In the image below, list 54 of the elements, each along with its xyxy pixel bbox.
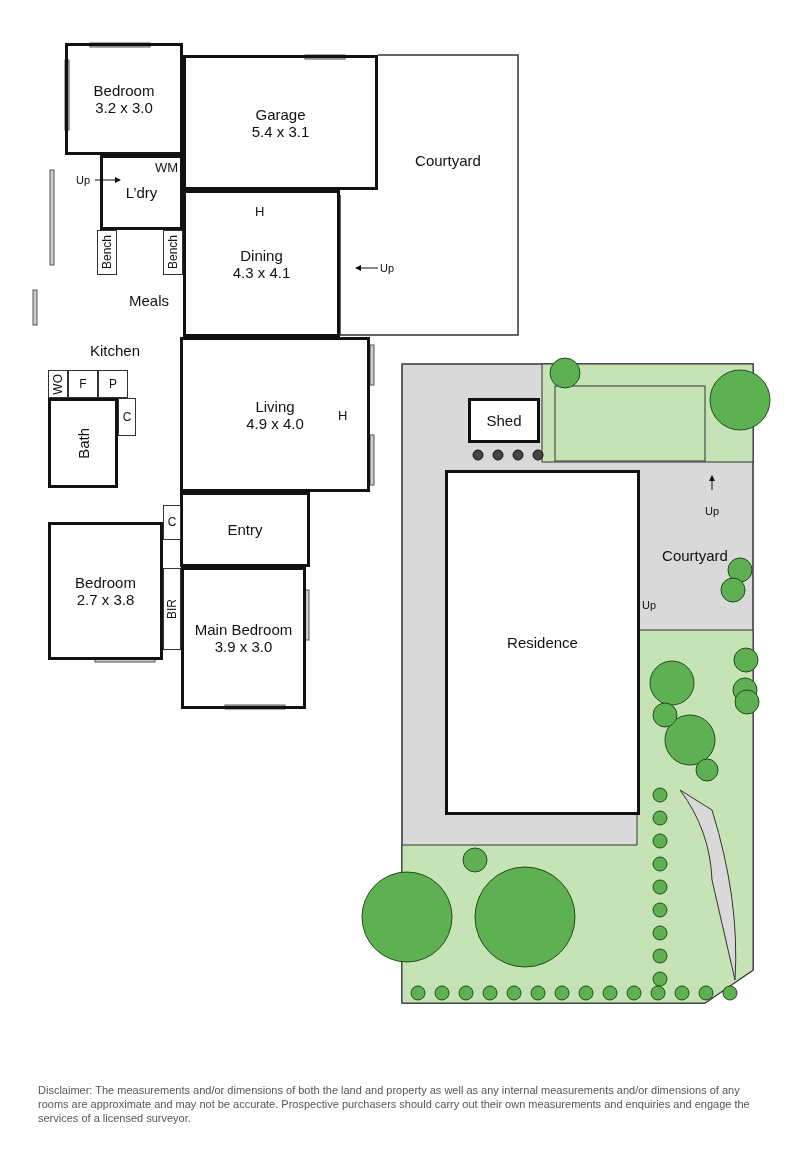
room-name: Bedroom	[75, 574, 136, 591]
bench-box	[163, 230, 183, 275]
direction-label: Up	[380, 262, 395, 274]
room	[183, 190, 340, 337]
fixture-label: Bench	[98, 235, 115, 270]
fixture-label: WO	[49, 373, 66, 395]
bench-box	[97, 230, 117, 275]
room-dimensions: 4.3 x 4.1	[232, 263, 291, 281]
fixture-box	[98, 370, 128, 398]
room	[48, 398, 118, 488]
room-dimensions: 3.9 x 3.0	[214, 638, 273, 655]
appliance-label: WM	[155, 160, 179, 175]
fixture-label: C	[167, 514, 177, 531]
room-name: Meals	[129, 291, 169, 309]
heater-label: H	[255, 204, 265, 219]
cupboard-box	[163, 568, 181, 650]
room-name: Main Bedroom	[194, 621, 293, 638]
residence-outline	[445, 470, 640, 815]
room-name: Shed	[486, 412, 522, 429]
room	[181, 567, 306, 709]
direction-label: Up	[76, 174, 91, 186]
room-dimensions: 5.4 x 3.1	[251, 122, 310, 140]
room-name: Kitchen	[89, 341, 140, 359]
direction-label: Up	[705, 505, 720, 517]
room-name: Courtyard	[415, 151, 481, 169]
room	[100, 155, 183, 230]
room	[183, 55, 378, 190]
room-name: Dining	[240, 246, 283, 264]
fixture-label: Bench	[164, 235, 181, 270]
room-name: Bedroom	[93, 82, 155, 99]
shed-outline	[468, 398, 540, 443]
room	[180, 337, 370, 492]
room-name: Residence	[507, 634, 578, 651]
room	[65, 43, 183, 155]
fixture-label: F	[79, 375, 87, 393]
room	[48, 522, 163, 660]
fixture-label: BIR	[163, 599, 180, 619]
room-name: Living	[255, 397, 295, 415]
room-dimensions: 3.2 x 3.0	[95, 99, 153, 116]
room	[180, 492, 310, 567]
cupboard-box	[163, 505, 181, 540]
room-dimensions: 2.7 x 3.8	[76, 591, 135, 608]
disclaimer-text: Disclaimer: The measurements and/or dimensions of both the land and property as well as any internal measurements and/or dimensions of any rooms are approximate and may not be accurate. Prospective purchasers should carry out their own measurements and enquiries and engage the services of a licensed surveyor.	[38, 1083, 751, 1125]
room-dimensions: 4.9 x 4.0	[246, 414, 304, 432]
room-name: Bath	[74, 427, 92, 459]
fixture-label: P	[109, 375, 117, 393]
heater-label: H	[338, 408, 348, 423]
room-name: L’dry	[125, 184, 158, 201]
room-name: Courtyard	[662, 546, 728, 564]
room-name: Garage	[255, 105, 306, 123]
cupboard-box	[118, 398, 136, 436]
room-name: Entry	[227, 521, 263, 538]
fixture-label: C	[122, 408, 132, 426]
fixture-box	[68, 370, 98, 398]
